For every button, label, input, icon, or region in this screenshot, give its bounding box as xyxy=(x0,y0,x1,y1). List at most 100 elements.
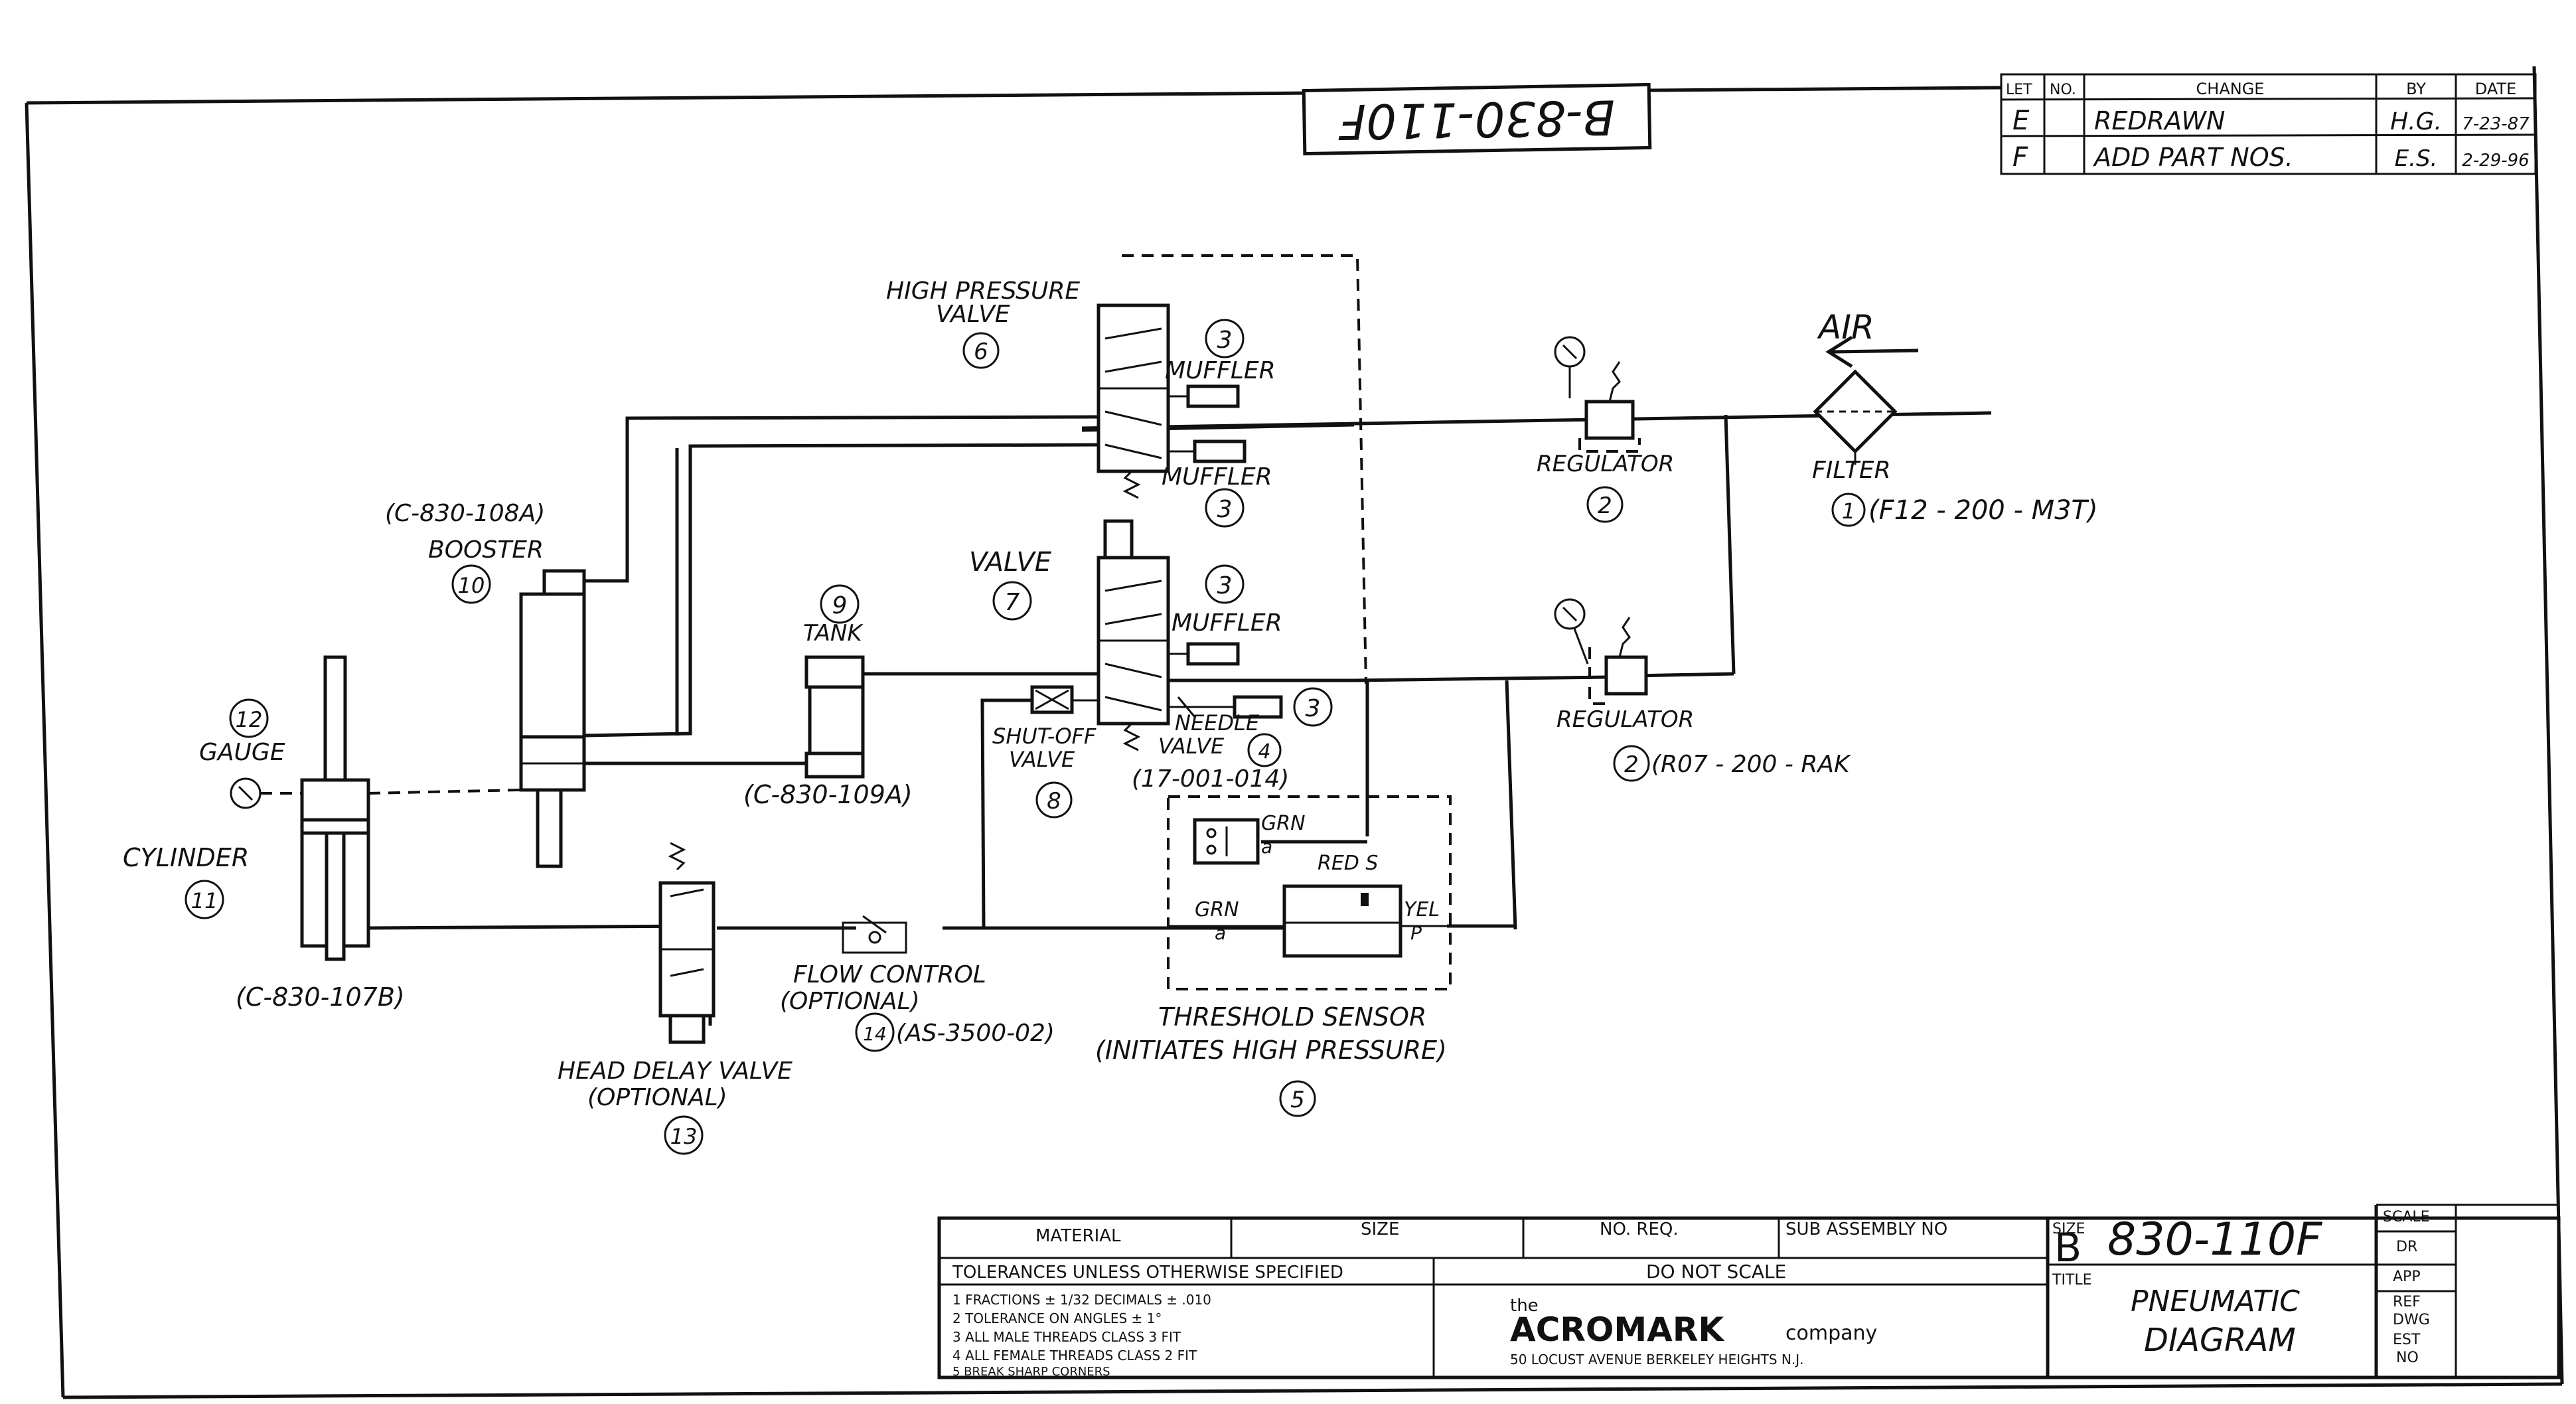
hp-valve-num-circle xyxy=(962,332,1000,369)
sheet-border-left xyxy=(25,102,65,1398)
regulator-top-label: REGULATOR xyxy=(1537,451,1674,477)
regulator-top-symbol xyxy=(1554,336,1641,453)
sensor-a-label: a xyxy=(1261,836,1272,858)
tb-side-dr: DR xyxy=(2396,1239,2417,1255)
regulator-bottom-label: REGULATOR xyxy=(1556,706,1694,733)
muffler-a-num: 3 xyxy=(1217,327,1233,354)
muffler-c-num: 3 xyxy=(1217,572,1233,599)
tb-tol-1: 1 FRACTIONS ± 1/32 DECIMALS ± .010 xyxy=(952,1292,1211,1308)
cylinder-num: 11 xyxy=(191,888,218,913)
tb-size-value: B xyxy=(2054,1225,2082,1271)
flow-control-num-circle xyxy=(855,1012,895,1052)
air-arrow: AIR xyxy=(1817,308,1919,368)
muffler-b-symbol xyxy=(1193,439,1247,463)
rev-header-no: NO. xyxy=(2050,82,2076,98)
sensor-line2: (INITIATES HIGH PRESSURE) xyxy=(1095,1036,1447,1065)
rev-e-by: H.G. xyxy=(2390,108,2442,135)
head-delay-valve-symbol xyxy=(658,842,716,1044)
regulator-bottom-symbol xyxy=(1554,598,1648,705)
tb-title-label: TITLE xyxy=(2052,1272,2092,1288)
muffler-c-symbol xyxy=(1186,642,1240,666)
rev-f-let: F xyxy=(2012,142,2028,173)
tb-company-suffix: company xyxy=(1785,1322,1877,1345)
tb-tol-3: 3 ALL MALE THREADS CLASS 3 FIT xyxy=(952,1329,1181,1345)
valve-7-label: VALVE xyxy=(969,547,1052,578)
rev-f-change: ADD PART NOS. xyxy=(2092,143,2293,172)
sensor-red-s: RED S xyxy=(1318,852,1378,875)
muffler-b-label: MUFFLER xyxy=(1162,463,1272,491)
tb-company-address: 50 LOCUST AVENUE BERKELEY HEIGHTS N.J. xyxy=(1510,1352,1803,1367)
muffler-d-num-circle xyxy=(1293,687,1333,727)
tank-num: 9 xyxy=(832,592,848,619)
tank-part: (C-830-109A) xyxy=(743,780,913,809)
hp-valve-line2: VALVE xyxy=(936,301,1010,328)
gauge-label: GAUGE xyxy=(199,739,285,766)
cylinder-part: (C-830-107B) xyxy=(236,982,405,1012)
filter-symbol xyxy=(1813,369,1898,465)
booster-num-circle xyxy=(451,564,491,604)
tb-company-the: the xyxy=(1510,1296,1539,1316)
needle-valve-line2: VALVE xyxy=(1158,734,1225,759)
booster-part: (C-830-108A) xyxy=(385,500,545,527)
sensor-grn-b: GRN xyxy=(1195,898,1239,921)
tb-tol-2: 2 TOLERANCE ON ANGLES ± 1° xyxy=(952,1310,1162,1326)
valve-7-num: 7 xyxy=(1005,589,1020,616)
hp-valve-dashed-frame xyxy=(1122,254,1367,684)
tb-material: MATERIAL xyxy=(1035,1226,1121,1246)
head-delay-line1: HEAD DELAY VALVE xyxy=(558,1057,793,1085)
muffler-b-num: 3 xyxy=(1217,496,1233,523)
muffler-a-label: MUFFLER xyxy=(1165,357,1276,384)
regulator-top-num: 2 xyxy=(1598,493,1612,519)
muffler-a-symbol xyxy=(1186,384,1240,408)
tb-title-line1: PNEUMATIC xyxy=(2131,1285,2300,1318)
sheet-border xyxy=(26,86,2002,105)
regulator-bottom-num: 2 xyxy=(1624,751,1639,778)
rev-header-date: DATE xyxy=(2475,80,2516,98)
tb-drawing-no: 830-110F xyxy=(2107,1213,2322,1266)
muffler-a-num-circle xyxy=(1205,319,1245,358)
needle-valve-line1: NEEDLE xyxy=(1175,710,1260,736)
rev-f-date: 2-29-96 xyxy=(2462,151,2529,171)
flow-control-num: 14 xyxy=(863,1023,887,1045)
booster-label: BOOSTER xyxy=(428,536,544,564)
muffler-d-num: 3 xyxy=(1306,695,1321,722)
sensor-num-circle xyxy=(1279,1080,1316,1117)
muffler-c-label: MUFFLER xyxy=(1172,609,1282,637)
sensor-grn-a: GRN xyxy=(1261,812,1306,835)
rev-e-change: REDRAWN xyxy=(2094,106,2225,135)
tank-symbol xyxy=(804,655,865,779)
booster-symbol xyxy=(519,569,586,868)
cylinder-symbol xyxy=(300,655,522,961)
shutoff-valve-num-circle xyxy=(1035,781,1073,819)
revisions-table: LET NO. CHANGE BY DATE E REDRAWN H.G. 7-… xyxy=(2000,73,2537,175)
air-label: AIR xyxy=(1817,308,1874,347)
filter-part: (F12 - 200 - M3T) xyxy=(1868,495,2098,526)
muffler-b-num-circle xyxy=(1205,488,1245,528)
tb-side-est: EST xyxy=(2393,1332,2421,1348)
flow-control-line1: FLOW CONTROL xyxy=(793,961,986,988)
top-stamp: B-830-110F xyxy=(1302,82,1652,156)
sheet-border-right xyxy=(2532,66,2564,1385)
hp-valve-line1: HIGH PRESSURE xyxy=(886,277,1080,305)
tb-side-ref: REF xyxy=(2393,1294,2421,1310)
head-delay-line2: (OPTIONAL) xyxy=(587,1084,727,1111)
tb-tol-5: 5 BREAK SHARP CORNERS xyxy=(952,1365,1110,1379)
tb-company-name: ACROMARK xyxy=(1510,1310,1725,1349)
top-stamp-text: B-830-110F xyxy=(1337,89,1616,149)
regulator-bottom-part: (R07 - 200 - RAK xyxy=(1651,751,1851,778)
tb-tol-4: 4 ALL FEMALE THREADS CLASS 2 FIT xyxy=(952,1348,1197,1364)
flow-control-symbol xyxy=(842,915,907,954)
valve-7-num-circle xyxy=(992,581,1032,621)
sheet-border-bottom xyxy=(62,1382,2563,1399)
sensor-line1: THRESHOLD SENSOR xyxy=(1158,1002,1426,1032)
flow-control-part: (AS-3500-02) xyxy=(896,1020,1055,1047)
hp-valve-symbol xyxy=(1097,303,1170,499)
rev-header-let: LET xyxy=(2006,82,2032,98)
cylinder-label: CYLINDER xyxy=(123,843,249,872)
rev-e-date: 7-23-87 xyxy=(2462,114,2530,134)
filter-num-circle xyxy=(1831,493,1866,527)
regulator-bottom-num-circle xyxy=(1613,745,1650,782)
regulator-top-num-circle xyxy=(1586,486,1624,523)
booster-num: 10 xyxy=(458,573,485,598)
